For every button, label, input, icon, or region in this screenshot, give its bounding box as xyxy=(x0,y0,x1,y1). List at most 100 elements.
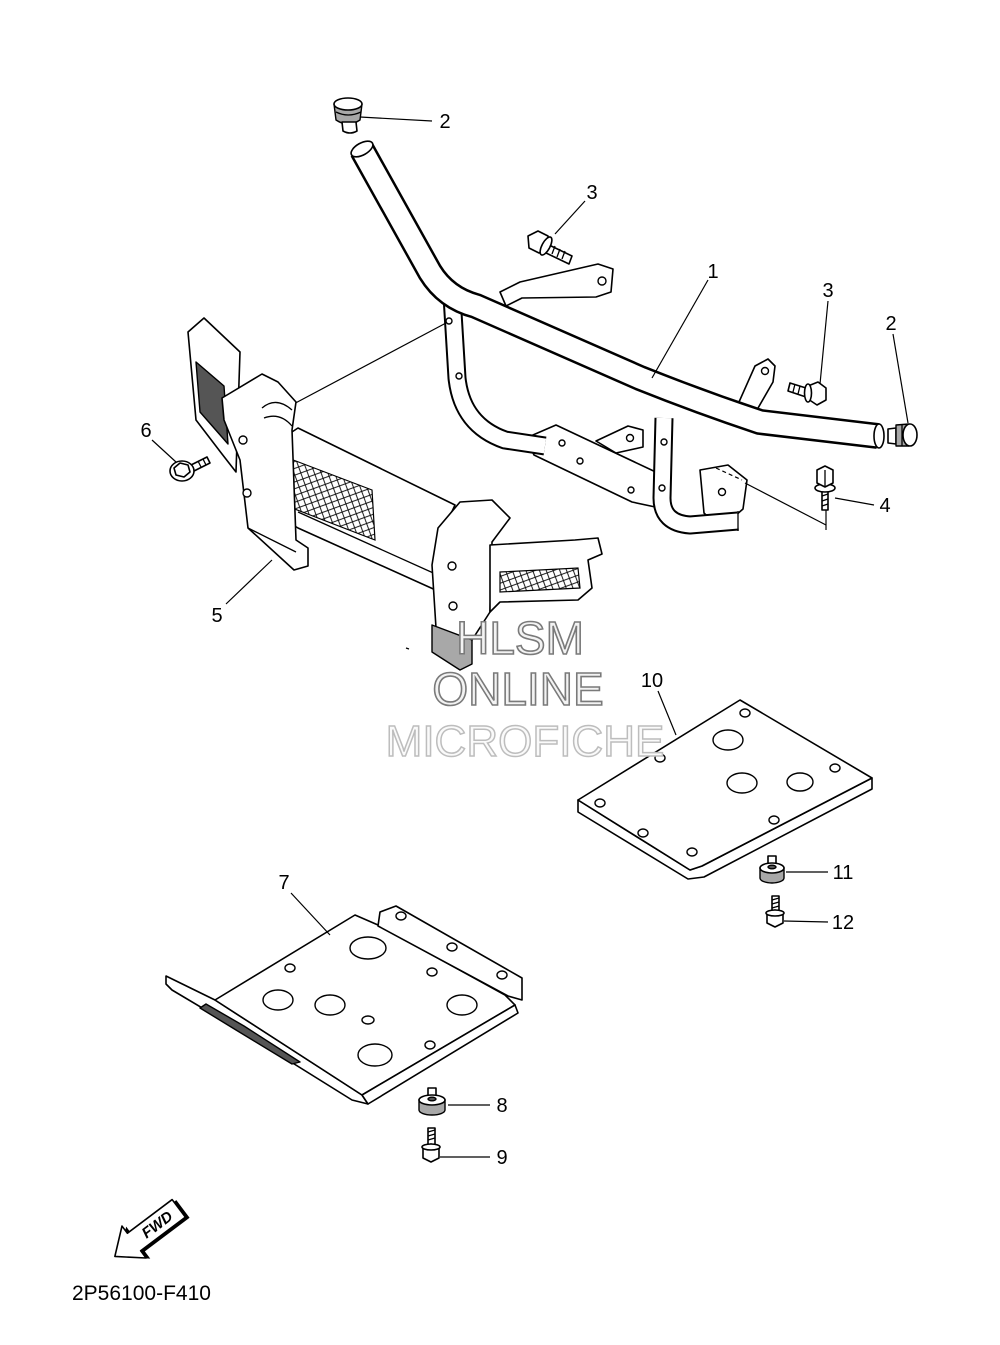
leader-line-1 xyxy=(651,279,709,379)
leader-line-2-left xyxy=(359,116,433,122)
bolt-thread xyxy=(792,383,801,395)
mounting-hole xyxy=(448,601,458,611)
mounting-hole xyxy=(395,911,407,921)
leader-line-6 xyxy=(151,439,177,463)
bolt-thread xyxy=(551,245,566,260)
guard-right-mesh xyxy=(499,567,581,593)
bolt-flange xyxy=(765,909,785,917)
bumper-frame-part-1 xyxy=(350,140,885,535)
plate-hole-large xyxy=(726,772,758,794)
mounting-hole xyxy=(558,439,566,447)
mounting-hole xyxy=(717,487,727,497)
assembly-line xyxy=(744,482,827,526)
bolt-part-4 xyxy=(814,465,836,511)
callout-3-right: 3 xyxy=(822,280,833,302)
bolt-part-9 xyxy=(421,1127,441,1163)
grommet-part-8 xyxy=(418,1087,446,1116)
leader-line-2-right xyxy=(892,333,909,424)
cap-top xyxy=(333,97,363,111)
bolt-shank xyxy=(787,382,807,398)
rubber-cap-part-2-right xyxy=(887,423,918,447)
leader-line-10 xyxy=(657,690,677,736)
rubber-cap-part-2-left xyxy=(333,97,363,134)
bolt-thread xyxy=(427,1129,436,1141)
plate-hole-large xyxy=(349,936,387,960)
bolt-flange xyxy=(803,383,813,403)
mounting-hole xyxy=(455,372,463,380)
cap-stub xyxy=(887,427,897,445)
mounting-hole xyxy=(625,433,635,443)
grommet-part-11 xyxy=(759,855,785,884)
plate-raised-strip xyxy=(377,905,523,1001)
bolt-part-3-right xyxy=(787,381,827,406)
mounting-hole xyxy=(660,438,668,446)
mounting-hole xyxy=(361,1015,375,1025)
callout-6: 6 xyxy=(140,420,151,442)
plate-face xyxy=(577,699,873,871)
skid-plate-part-10 xyxy=(577,699,873,880)
plate-hole-large xyxy=(446,994,478,1016)
watermark-line-3: MICROFICHE xyxy=(386,717,665,766)
callout-8: 8 xyxy=(496,1095,507,1117)
leader-line-12 xyxy=(783,920,829,923)
assembly-mark xyxy=(405,647,410,650)
mounting-hole xyxy=(424,1040,436,1050)
arrow-body xyxy=(114,1198,187,1259)
watermark: HLSM ONLINE MICROFICHE xyxy=(385,611,665,767)
lower-bracket-tab xyxy=(595,425,644,454)
callout-5: 5 xyxy=(211,605,222,627)
front-guard-part-5 xyxy=(187,317,603,671)
mounting-hole xyxy=(426,967,438,977)
guard-left-edge xyxy=(247,527,297,553)
plate-hole-large xyxy=(314,994,346,1016)
grommet-hole xyxy=(427,1096,437,1102)
mounting-hole xyxy=(658,484,666,492)
main-tube xyxy=(352,144,880,447)
bolt-thread xyxy=(197,458,207,468)
leader-lines xyxy=(151,116,909,1158)
grommet-hole xyxy=(767,864,777,870)
guard-left-notch xyxy=(261,401,293,427)
callout-7: 7 xyxy=(278,872,289,894)
plate-edge xyxy=(361,1004,519,1105)
leader-line-5 xyxy=(225,559,273,605)
mounting-hole xyxy=(447,561,457,571)
mounting-hole xyxy=(445,317,453,325)
tube-end-left xyxy=(350,140,374,158)
mounting-hole xyxy=(496,970,508,980)
right-post xyxy=(654,417,739,533)
assembly-line xyxy=(287,322,447,408)
diagram-code: 2P56100-F410 xyxy=(72,1282,211,1305)
callout-1: 1 xyxy=(707,261,718,283)
top-strap-bracket xyxy=(499,263,614,307)
plate-lip-shade xyxy=(199,1003,301,1065)
mounting-hole xyxy=(576,457,584,465)
watermark-line-1: HLSM xyxy=(456,612,584,664)
bolt-part-6 xyxy=(169,456,211,482)
callout-10: 10 xyxy=(641,670,663,692)
left-post xyxy=(444,295,547,454)
mounting-hole xyxy=(760,366,770,376)
bolt-hex xyxy=(173,462,191,478)
mounting-hole xyxy=(284,963,296,973)
guard-band-edge xyxy=(297,511,441,577)
mounting-hole xyxy=(597,276,607,286)
mounting-hole xyxy=(446,942,458,952)
callout-4: 4 xyxy=(879,495,890,517)
callout-9: 9 xyxy=(496,1147,507,1169)
bolt-flange xyxy=(421,1143,441,1151)
leader-line-7 xyxy=(290,892,331,936)
bolt-flange xyxy=(539,236,553,256)
plate-hole-large xyxy=(262,989,294,1011)
callout-12: 12 xyxy=(832,912,854,934)
assembly-lines xyxy=(287,322,827,650)
cap-face xyxy=(902,423,918,447)
mounting-hole xyxy=(654,753,666,763)
leader-line-3-upper xyxy=(554,200,586,235)
cap-ridge xyxy=(335,111,362,116)
mounting-hole xyxy=(594,798,606,808)
guard-left-block xyxy=(221,373,309,571)
callout-11: 11 xyxy=(833,862,854,884)
skid-plate-part-7 xyxy=(165,905,523,1105)
tube-end-right xyxy=(873,423,885,449)
